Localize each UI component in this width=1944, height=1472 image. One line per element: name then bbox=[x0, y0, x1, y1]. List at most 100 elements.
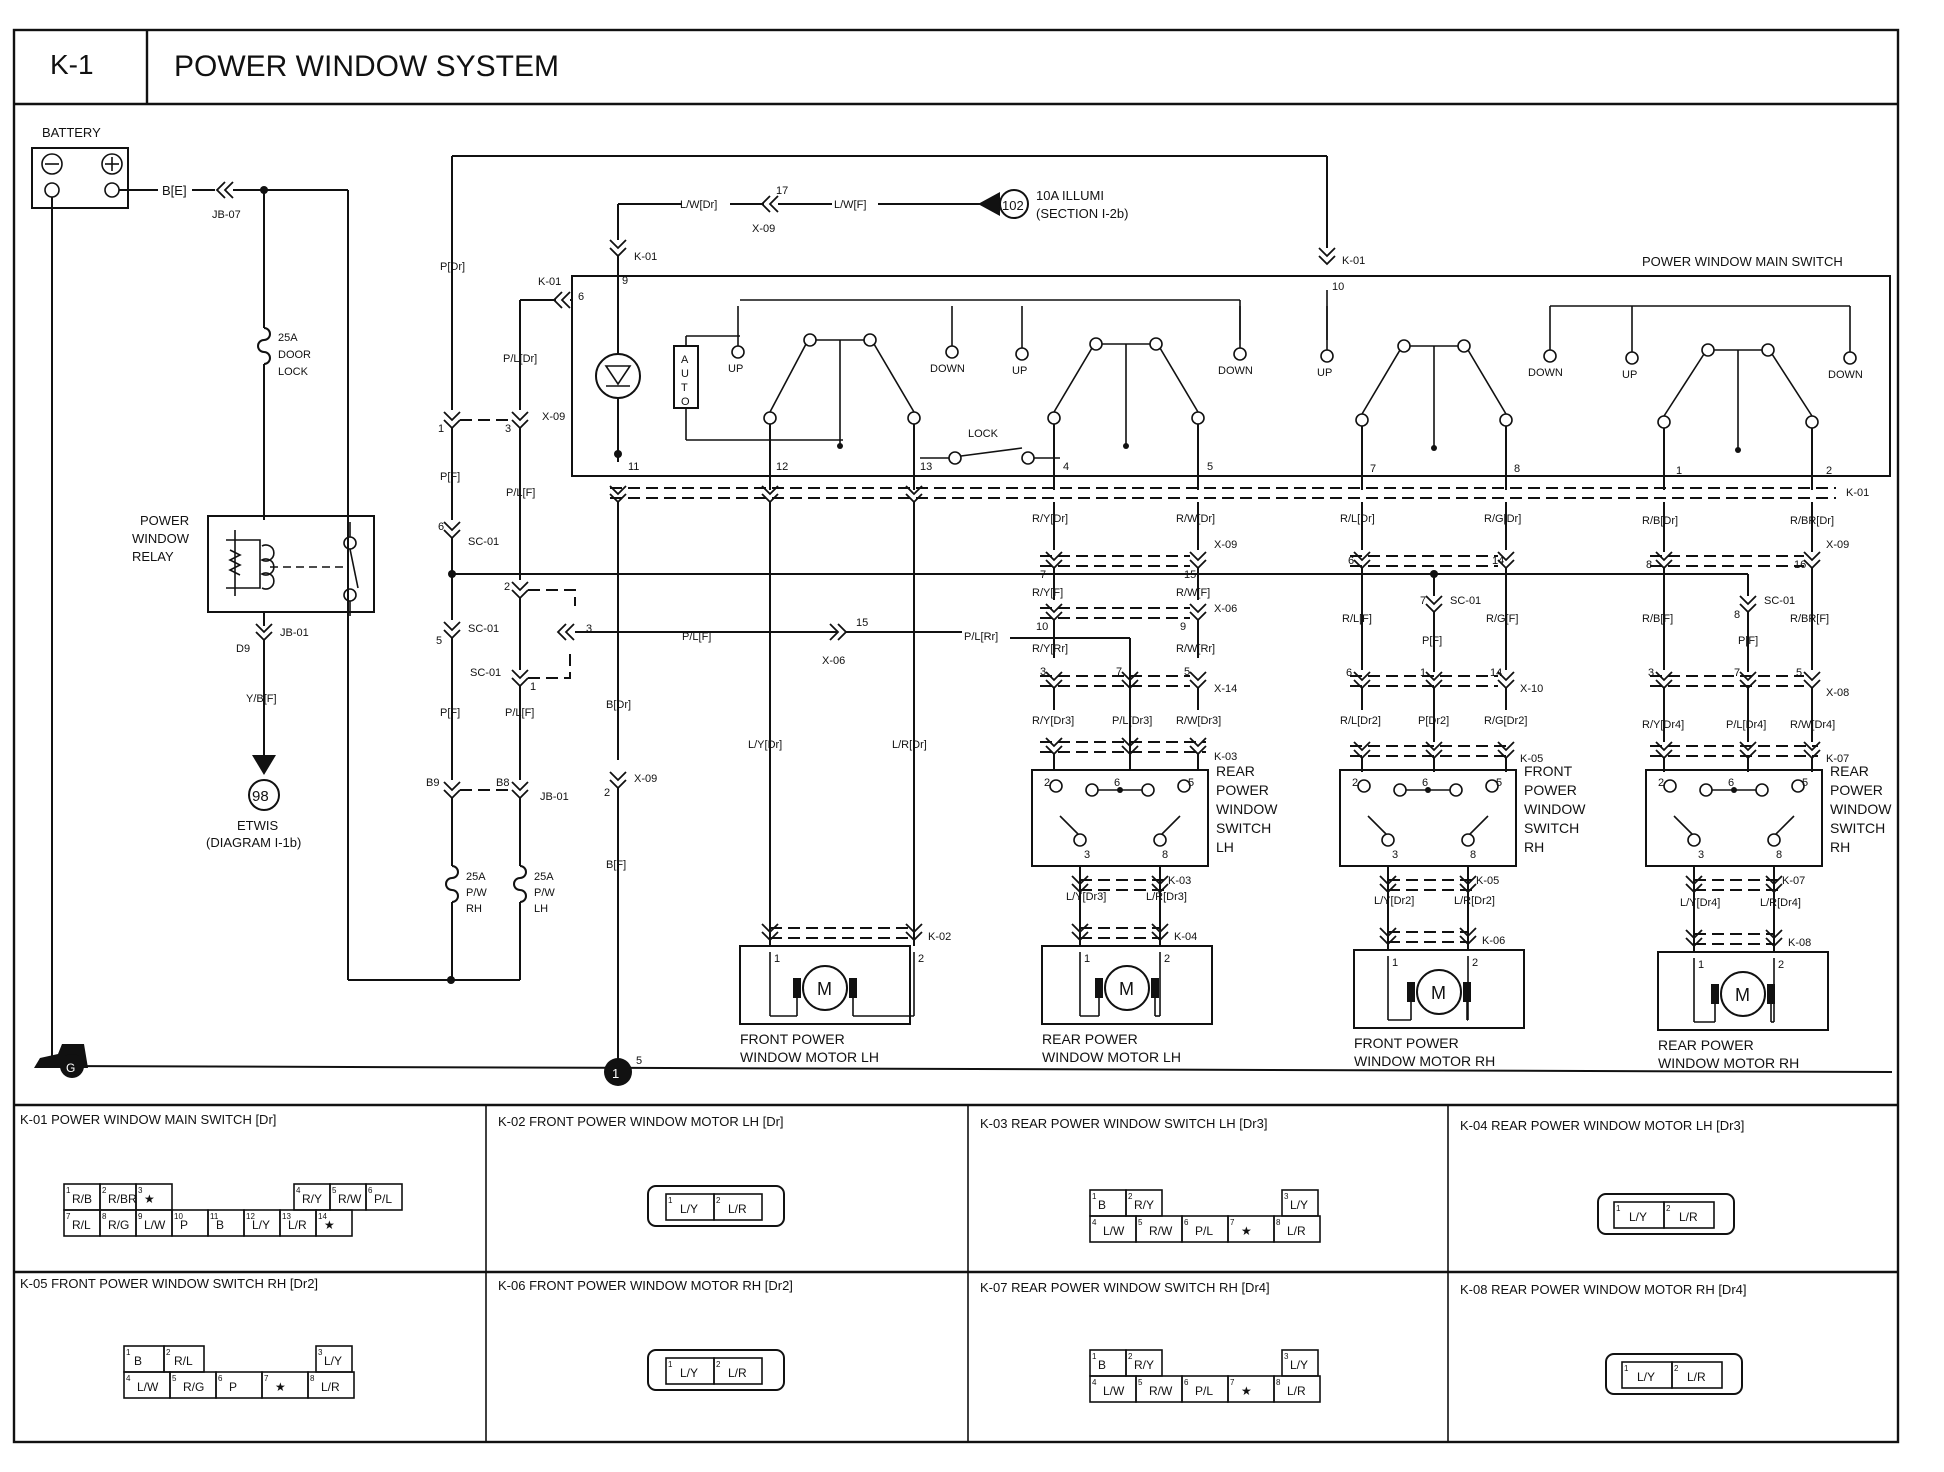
etwis-label: ETWIS bbox=[237, 818, 278, 833]
switch-contact bbox=[1687, 833, 1701, 847]
motor-box bbox=[1041, 945, 1213, 1025]
etwis-ref: (DIAGRAM I-1b) bbox=[206, 835, 301, 850]
wire-label: R/Y[F] bbox=[1032, 587, 1063, 599]
pin-number: 1 bbox=[66, 1186, 71, 1195]
pin-13: 13 bbox=[920, 461, 932, 473]
pin-color: R/W bbox=[1149, 1384, 1173, 1398]
pin-color: R/L bbox=[72, 1218, 91, 1232]
sub-switch-box bbox=[1645, 769, 1823, 867]
connector-label: K-05 bbox=[1476, 875, 1499, 887]
auto-a: A bbox=[681, 354, 689, 366]
pin-label: 7 bbox=[1116, 666, 1122, 678]
motor-brush bbox=[1711, 984, 1719, 1004]
connector-title: K-02 FRONT POWER WINDOW MOTOR LH [Dr] bbox=[498, 1114, 784, 1129]
motor-brush bbox=[1151, 978, 1159, 998]
outer-frame bbox=[12, 28, 1900, 1444]
battery-label: BATTERY bbox=[42, 125, 101, 140]
pin-number: 2 bbox=[1128, 1352, 1133, 1361]
pin-color: L/Y bbox=[1290, 1358, 1308, 1372]
connector-symbol bbox=[1189, 671, 1207, 689]
pin-label: 2 bbox=[1352, 777, 1358, 789]
junction-dot bbox=[1117, 787, 1123, 793]
wire-label: R/Y[Dr] bbox=[1032, 513, 1068, 525]
k01-harness bbox=[610, 487, 1836, 499]
switch-blade bbox=[1367, 815, 1387, 835]
connector-pin-cell bbox=[1273, 1375, 1321, 1403]
motor-brush bbox=[1463, 982, 1471, 1002]
pin-number: 2 bbox=[1674, 1364, 1679, 1373]
pin-number: 2 bbox=[102, 1186, 107, 1195]
motor-box bbox=[739, 945, 911, 1025]
pin-number: 8 bbox=[1276, 1218, 1281, 1227]
switch-contact bbox=[1699, 783, 1713, 797]
pin-2-sc01: 2 bbox=[504, 581, 510, 593]
pin-label: 3 bbox=[1084, 849, 1090, 861]
fuse-door-lock-amp: 25A bbox=[278, 332, 298, 344]
fuse-pw-rh bbox=[445, 865, 459, 903]
pin-color: ★ bbox=[324, 1218, 335, 1232]
switch-contact bbox=[1663, 779, 1677, 793]
connector-pin-cell bbox=[1273, 1215, 1321, 1243]
relay-pin-label: D9 bbox=[236, 643, 250, 655]
switch-name-label: SWITCH bbox=[1524, 820, 1579, 836]
pin-color: R/W bbox=[1149, 1224, 1173, 1238]
pin-label: 2 bbox=[1778, 959, 1784, 971]
wire-label: P/L[Dr3] bbox=[1112, 715, 1152, 727]
wire-label: L/Y[Dr3] bbox=[1066, 891, 1106, 903]
fuse-door-lock-l2: DOOR bbox=[278, 349, 311, 361]
connector-title: K-07 REAR POWER WINDOW SWITCH RH [Dr4] bbox=[980, 1280, 1270, 1295]
junction-dot bbox=[1731, 787, 1737, 793]
pin-color: R/W bbox=[338, 1192, 362, 1206]
wire-pl-f-3: P/L[F] bbox=[505, 707, 534, 719]
harness-dash bbox=[1694, 933, 1774, 945]
pin-label: 3 bbox=[1040, 666, 1046, 678]
switch-blade bbox=[769, 343, 807, 413]
switch-contact bbox=[1499, 413, 1513, 427]
switch-contact bbox=[1755, 783, 1769, 797]
pin-label: 3 bbox=[1698, 849, 1704, 861]
switch-contact bbox=[907, 411, 921, 425]
pin-number: 1 bbox=[126, 1348, 131, 1357]
pin-number: 8 bbox=[310, 1374, 315, 1383]
wire-p-f-2: P[F] bbox=[440, 707, 460, 719]
connector-title: K-05 FRONT POWER WINDOW SWITCH RH [Dr2] bbox=[20, 1276, 318, 1291]
pin-number: 7 bbox=[1230, 1218, 1235, 1227]
relay-wire-label: Y/B[F] bbox=[246, 693, 277, 705]
wire-label: L/R[Dr4] bbox=[1760, 897, 1801, 909]
switch-contact bbox=[1141, 783, 1155, 797]
switch-blade bbox=[873, 343, 915, 413]
motor-box bbox=[1353, 949, 1525, 1029]
pin-4: 4 bbox=[1063, 461, 1069, 473]
sc01-label-2: SC-01 bbox=[468, 623, 499, 635]
wire-label: R/BR[F] bbox=[1790, 613, 1829, 625]
pin-color: R/B bbox=[72, 1192, 92, 1206]
battery-wire: B[E] bbox=[162, 183, 187, 198]
fuse-pw-lh-l3: LH bbox=[534, 903, 548, 915]
connector-label: K-04 bbox=[1174, 931, 1197, 943]
wire-label: R/W[Dr4] bbox=[1790, 719, 1835, 731]
pin-number: 1 bbox=[1616, 1204, 1621, 1213]
junction-dot bbox=[1425, 787, 1431, 793]
pin-number: 4 bbox=[1092, 1378, 1097, 1387]
k01-label-2: K-01 bbox=[634, 251, 657, 263]
wire-label: R/Y[Dr4] bbox=[1642, 719, 1684, 731]
pin-number: 8 bbox=[102, 1212, 107, 1221]
pin-number: 2 bbox=[166, 1348, 171, 1357]
fuse-pw-lh bbox=[513, 865, 527, 903]
pin-label: 15 bbox=[1184, 569, 1196, 581]
pin-label: 6 bbox=[1728, 777, 1734, 789]
wire-label: P[F] bbox=[1738, 635, 1758, 647]
pin-6-sc01: 6 bbox=[438, 521, 444, 533]
switch-contact bbox=[1153, 833, 1167, 847]
pin-color: L/R bbox=[288, 1218, 307, 1232]
pin-color: ★ bbox=[275, 1380, 286, 1394]
pin-number: 6 bbox=[368, 1186, 373, 1195]
fuse-pw-lh-l2: P/W bbox=[534, 887, 555, 899]
relay-resistor bbox=[228, 549, 242, 576]
pin-number: 3 bbox=[138, 1186, 143, 1195]
wire-label: R/G[Dr] bbox=[1484, 513, 1521, 525]
pin-number: 1 bbox=[1092, 1192, 1097, 1201]
switch-blade bbox=[1361, 349, 1401, 415]
wire-label: R/B[Dr] bbox=[1642, 515, 1678, 527]
diagram-code: K-1 bbox=[50, 49, 94, 80]
